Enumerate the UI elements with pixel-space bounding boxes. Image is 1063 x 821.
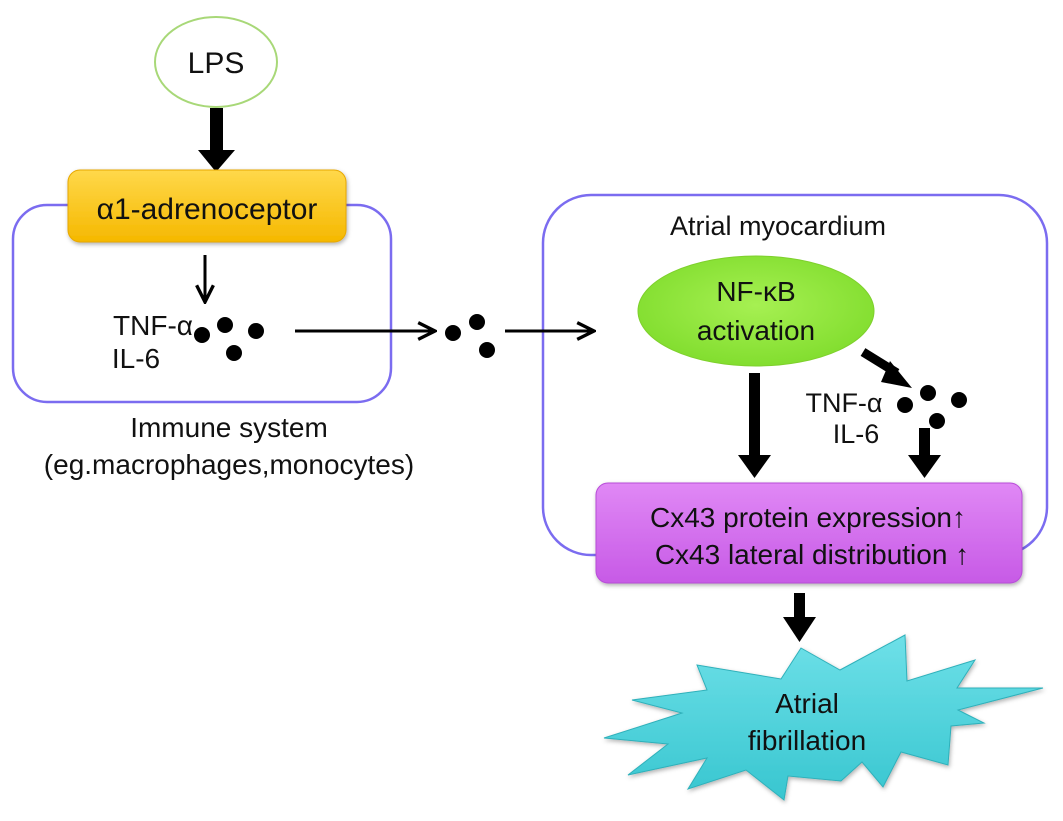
cytokine-dot xyxy=(226,345,242,361)
nfkb-activation-label: activation xyxy=(697,315,815,346)
arrow-nfkb-to-cytokines xyxy=(860,348,912,388)
cytokine-dot xyxy=(217,317,233,333)
cytokine-dot xyxy=(194,327,210,343)
cytokine-dot xyxy=(479,342,495,358)
adrenoceptor-node xyxy=(67,169,347,243)
af-fibrillation-label: fibrillation xyxy=(748,725,866,756)
immune-tnf-label: TNF-α xyxy=(113,310,193,341)
arrow-nfkb-to-cx43 xyxy=(738,373,771,478)
nfkb-label: NF-κB xyxy=(716,276,795,307)
immune-il6-label: IL-6 xyxy=(112,343,160,374)
adrenoceptor-label: α1-adrenoceptor xyxy=(97,193,318,226)
atrial-cytokine-dots xyxy=(897,385,967,429)
cx43-expression-label: Cx43 protein expression↑ xyxy=(650,502,966,533)
atrial-il6-label: IL-6 xyxy=(833,419,880,449)
circulating-cytokine-dots xyxy=(445,314,495,358)
cytokine-dot xyxy=(248,323,264,339)
nfkb-node xyxy=(637,255,875,367)
arrow-cytokines-to-cx43 xyxy=(908,428,941,478)
cytokine-dot xyxy=(469,314,485,330)
cx43-node xyxy=(595,482,1023,584)
immune-cytokine-dots xyxy=(194,317,264,361)
lps-label: LPS xyxy=(188,47,245,80)
immune-system-label: Immune system xyxy=(130,412,328,443)
cytokine-dot xyxy=(929,413,945,429)
cytokine-dot xyxy=(897,397,913,413)
atrial-fibrillation-node xyxy=(603,634,1044,801)
arrow-cx43-to-af xyxy=(783,593,816,642)
cytokine-dot xyxy=(951,392,967,408)
atrial-myocardium-label: Atrial myocardium xyxy=(670,211,886,241)
cx43-distribution-label: Cx43 lateral distribution ↑ xyxy=(655,539,969,570)
cytokine-dot xyxy=(920,385,936,401)
immune-system-examples-label: (eg.macrophages,monocytes) xyxy=(44,449,414,480)
atrial-tnf-label: TNF-α xyxy=(805,388,882,418)
cytokine-dot xyxy=(445,325,461,341)
af-atrial-label: Atrial xyxy=(775,688,839,719)
arrow-lps-to-adrenoceptor xyxy=(198,108,235,172)
lps-node: LPS xyxy=(154,16,278,108)
